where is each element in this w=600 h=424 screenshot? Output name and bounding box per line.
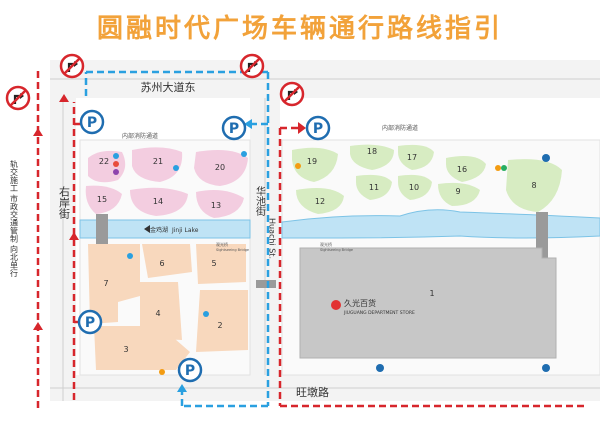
building-9: 9 <box>455 187 460 196</box>
parking-icon[interactable]: P <box>77 309 103 335</box>
store-name-cn: 久光百货 <box>344 298 376 308</box>
building-17: 17 <box>407 153 417 162</box>
page-title: 圆融时代广场车辆通行路线指引 <box>96 14 503 44</box>
svg-text:P: P <box>85 315 95 331</box>
no-right-turn-icon <box>239 53 265 79</box>
parking-icon[interactable]: P <box>177 357 203 383</box>
orange-zone <box>88 244 248 370</box>
svg-text:P: P <box>313 121 323 137</box>
store-name-en: JIUGUANG DEPARTMENT STORE <box>343 310 415 316</box>
bridge-right-en: Sightseeing Bridge <box>320 248 353 252</box>
north-road-label: 苏州大道东 <box>141 80 196 94</box>
building-numbers: 1 2 3 4 5 6 7 8 9 10 11 12 13 14 15 16 1… <box>97 147 537 354</box>
green-zone <box>292 144 562 214</box>
building-21: 21 <box>153 157 163 166</box>
parking-icon[interactable]: P <box>305 115 331 141</box>
parking-icon[interactable]: P <box>79 109 105 135</box>
middle-road-label-cn: 华池街 <box>254 185 266 217</box>
parking-icon[interactable]: P <box>221 115 247 141</box>
facility-icons <box>113 151 507 375</box>
bridge-right-cn: 观光桥 <box>320 241 332 247</box>
building-2: 2 <box>217 321 222 330</box>
svg-text:P: P <box>185 363 195 379</box>
building-5: 5 <box>211 259 216 268</box>
east-bridge <box>536 212 548 258</box>
building-18: 18 <box>367 147 377 156</box>
building-19: 19 <box>307 157 317 166</box>
building-11: 11 <box>369 183 379 192</box>
svg-text:P: P <box>87 115 97 131</box>
building-13: 13 <box>211 201 221 210</box>
small-parking-icon <box>376 154 550 372</box>
building-1: 1 <box>429 289 434 298</box>
building-22: 22 <box>99 157 109 166</box>
store-logo-icon <box>331 300 341 310</box>
building-12: 12 <box>315 197 325 206</box>
blue-arrows <box>177 119 252 392</box>
middle-crossing <box>256 280 276 288</box>
no-left-turn-icon <box>5 85 31 111</box>
south-road-label: 旺墩路 <box>296 385 329 399</box>
red-route <box>36 68 586 408</box>
fire-lane-left-label: 内部消防通道 <box>122 132 158 140</box>
building-20: 20 <box>215 163 225 172</box>
blue-route <box>84 70 270 408</box>
bridge-left-cn: 观光桥 <box>216 241 228 247</box>
middle-road-label-en: Huachi St. <box>268 218 277 259</box>
department-store <box>299 247 557 359</box>
arrow-icon <box>144 225 150 233</box>
fire-lane-right-label: 内部消防通道 <box>382 124 418 132</box>
building-4: 4 <box>155 309 160 318</box>
building-6: 6 <box>159 259 164 268</box>
no-left-turn-icon <box>279 81 305 107</box>
traffic-notice: 轨交施工 市政交通管制 向北单行 <box>10 159 19 278</box>
jinji-lake <box>79 209 600 239</box>
building-8: 8 <box>531 181 536 190</box>
building-15: 15 <box>97 195 107 204</box>
building-7: 7 <box>103 279 108 288</box>
west-road-label: 右岸街 <box>58 185 71 220</box>
road-network <box>50 60 600 401</box>
lake-label-cn: 金鸡湖 <box>150 226 168 234</box>
bridge-left-en: Sightseeing Bridge <box>216 248 249 252</box>
svg-text:P: P <box>229 121 239 137</box>
no-left-turn-icon <box>59 53 85 79</box>
building-3: 3 <box>123 345 128 354</box>
building-16: 16 <box>457 165 467 174</box>
west-bridge <box>96 214 108 250</box>
lake-label-en: Jinji Lake <box>171 227 199 234</box>
building-14: 14 <box>153 197 163 206</box>
building-10: 10 <box>409 183 419 192</box>
